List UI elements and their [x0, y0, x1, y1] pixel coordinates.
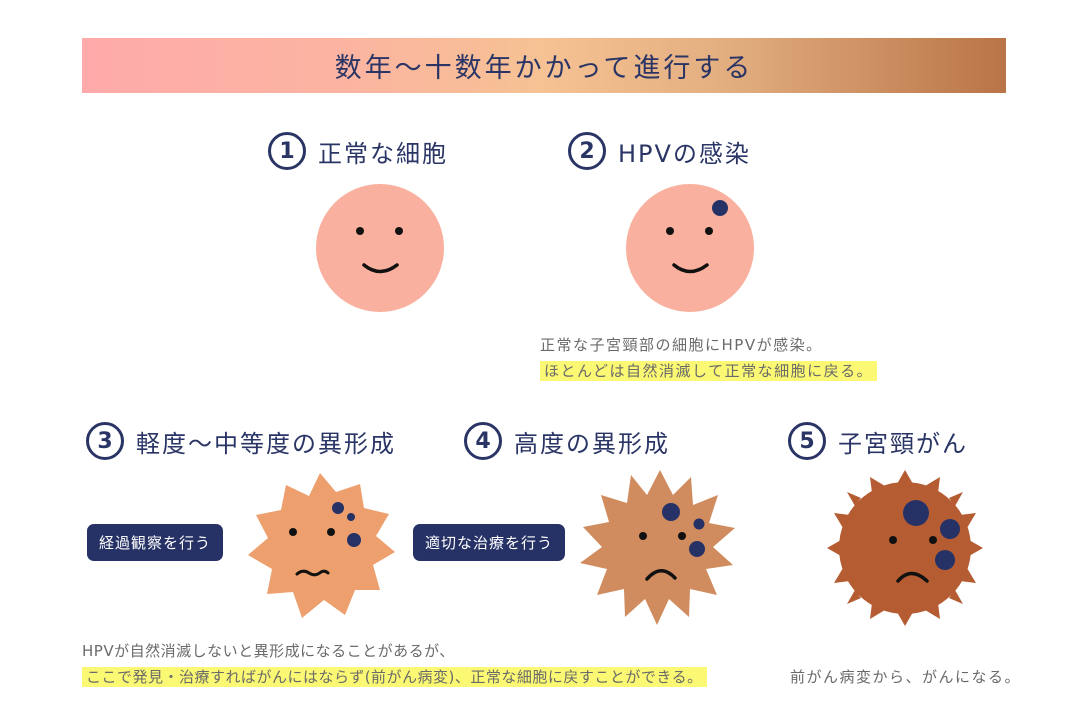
stage-1-number: 1	[268, 132, 306, 170]
stage-5-label: 子宮頸がん	[838, 429, 968, 458]
stage-2-heading: 2 HPVの感染	[568, 132, 751, 170]
severe-dysplasia-cell-icon	[580, 470, 735, 625]
stage-4-number: 4	[464, 422, 502, 460]
stage-3-label: 軽度〜中等度の異形成	[136, 429, 396, 458]
normal-cell-icon	[316, 184, 444, 312]
stage-4-heading: 4 高度の異形成	[464, 422, 670, 460]
stage-3-4-caption: HPVが自然消滅しないと異形成になることがあるが、 ここで発見・治療すればがんに…	[82, 638, 707, 690]
stage-2-caption: 正常な子宮頸部の細胞にHPVが感染。 ほとんどは自然消滅して正常な細胞に戻る。	[540, 332, 878, 384]
observation-badge: 経過観察を行う	[87, 524, 224, 561]
infected-cell-icon	[626, 184, 754, 312]
stage-5-caption: 前がん病変から、がんになる。	[790, 668, 1022, 686]
treatment-badge: 適切な治療を行う	[413, 524, 566, 561]
stage-3-4-caption-highlight: ここで発見・治療すればがんにはならず(前がん病変)、正常な細胞に戻すことができる…	[82, 667, 707, 687]
title-text: 数年〜十数年かかって進行する	[334, 53, 754, 84]
stage-3-number: 3	[86, 422, 124, 460]
title-banner: 数年〜十数年かかって進行する	[82, 38, 1006, 93]
stage-2-label: HPVの感染	[618, 139, 751, 168]
stage-2-number: 2	[568, 132, 606, 170]
stage-3-heading: 3 軽度〜中等度の異形成	[86, 422, 396, 460]
stage-1-label: 正常な細胞	[318, 139, 448, 168]
stage-1-heading: 1 正常な細胞	[268, 132, 448, 170]
cancer-cell-icon	[827, 470, 983, 626]
stage-5-heading: 5 子宮頸がん	[788, 422, 968, 460]
stage-4-label: 高度の異形成	[514, 429, 670, 458]
stage-3-4-caption-line1: HPVが自然消滅しないと異形成になることがあるが、	[82, 642, 455, 660]
mild-dysplasia-cell-icon	[248, 473, 395, 618]
stage-2-caption-highlight: ほとんどは自然消滅して正常な細胞に戻る。	[540, 361, 878, 381]
stage-5-number: 5	[788, 422, 826, 460]
stage-2-caption-line1: 正常な子宮頸部の細胞にHPVが感染。	[540, 336, 823, 354]
